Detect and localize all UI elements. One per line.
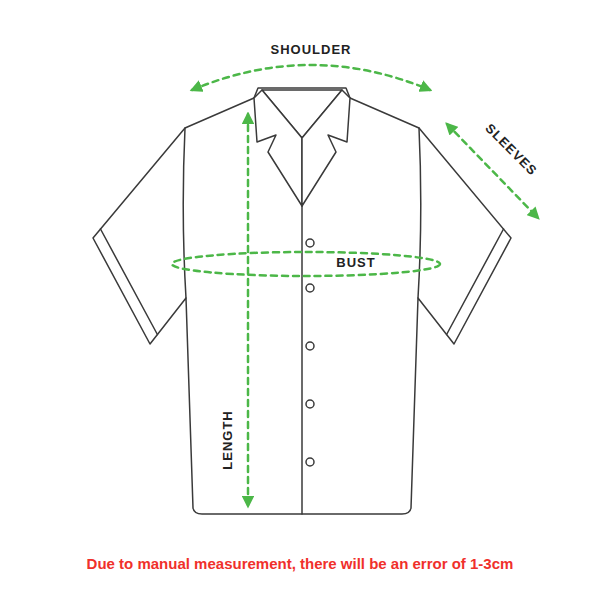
shoulder-measure xyxy=(192,65,430,90)
button xyxy=(306,342,314,350)
button xyxy=(306,458,314,466)
dimension-label: SLEEVES xyxy=(480,119,542,181)
length-measure xyxy=(247,114,250,506)
cuff-fold xyxy=(447,229,504,335)
sleeve-seam xyxy=(183,128,186,298)
button xyxy=(306,400,314,408)
dimension-label: LENGTH xyxy=(221,407,235,472)
dimension-label: BUST xyxy=(333,256,378,270)
sleeve-seam xyxy=(418,128,421,298)
bust-measure xyxy=(172,252,440,276)
button xyxy=(306,239,314,247)
lapel xyxy=(302,90,350,206)
lapel xyxy=(254,90,302,206)
measurement-note: Due to manual measurement, there will be… xyxy=(84,556,517,573)
button xyxy=(306,284,314,292)
dimension-label: SHOULDER xyxy=(268,43,355,57)
cuff-fold xyxy=(101,229,158,335)
